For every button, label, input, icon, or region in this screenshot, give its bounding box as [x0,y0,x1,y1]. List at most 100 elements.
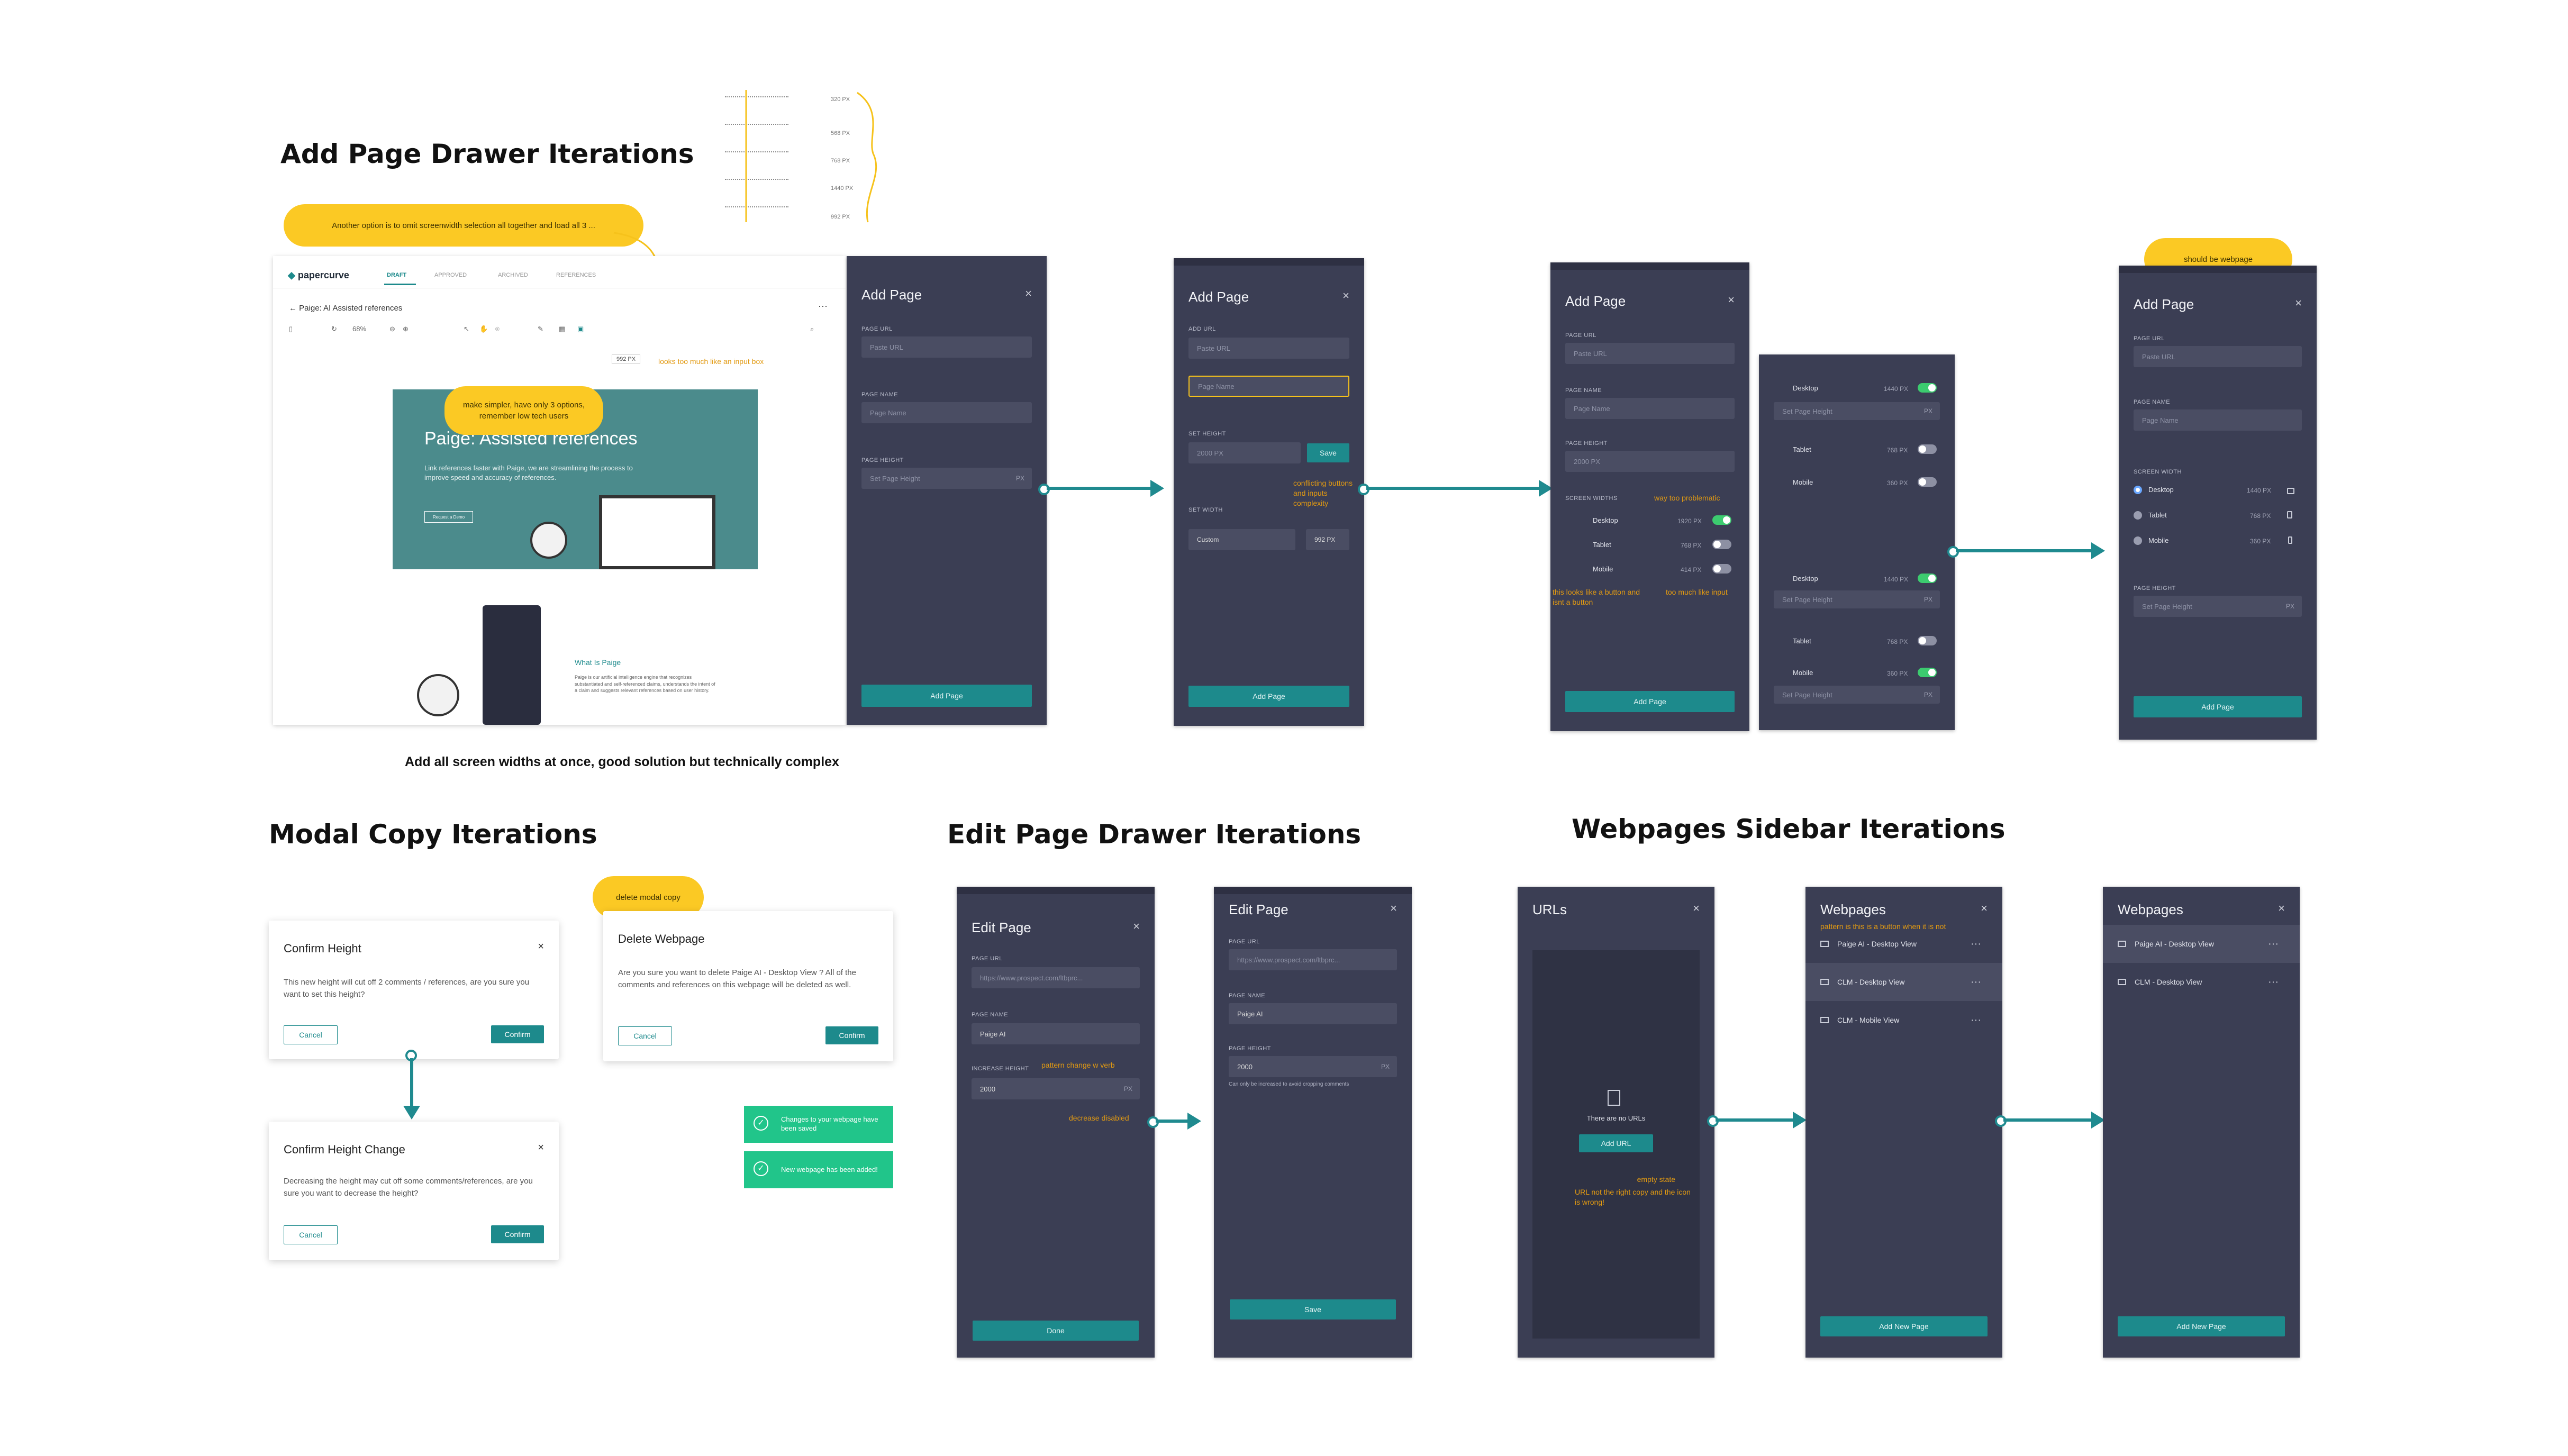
page-url-input[interactable]: Paste URL [2134,346,2302,367]
more-icon[interactable]: ··· [1971,938,1981,950]
radio-tablet[interactable] [2134,511,2142,520]
tablet-toggle[interactable] [1712,540,1731,549]
page-url-input[interactable]: Paste URL [861,336,1032,358]
list-item[interactable]: CLM - Desktop View··· [1805,963,2002,1001]
cursor-icon[interactable]: ↖ [464,325,469,333]
list-item[interactable]: CLM - Mobile View··· [1805,1001,2002,1039]
add-page-button[interactable]: Add Page [1188,686,1349,707]
list-item[interactable]: Paige AI - Desktop View··· [1805,925,2002,963]
close-icon[interactable]: × [1981,902,1988,915]
modal-confirm-height-change: Confirm Height Change × Decreasing the h… [269,1122,559,1260]
pen-icon[interactable]: ✎ [538,325,543,333]
add-url-button[interactable]: Add URL [1579,1134,1653,1152]
close-icon[interactable]: × [1390,902,1397,915]
desktop-toggle[interactable] [1918,574,1937,583]
more-icon[interactable]: ··· [2268,976,2279,988]
save-button[interactable]: Save [1307,443,1349,462]
hand-icon[interactable]: ✋ [479,325,488,333]
close-icon[interactable]: × [1133,920,1140,933]
page-name-input[interactable]: Paige AI [972,1023,1140,1044]
tab-references[interactable]: REFERENCES [556,272,596,278]
add-page-button[interactable]: Add Page [861,685,1032,707]
hero-demo-button[interactable]: Request a Demo [424,511,473,523]
close-icon[interactable]: × [1342,289,1349,302]
close-icon[interactable]: × [1728,293,1735,306]
mobile-toggle[interactable] [1918,477,1937,487]
set-height-input[interactable]: 2000 PX [1188,442,1301,463]
radio-desktop[interactable] [2134,486,2142,494]
zoom-out-icon[interactable]: ⊖ [389,325,395,333]
add-new-page-button[interactable]: Add New Page [2118,1316,2285,1336]
app-screenshot: ◆ papercurve DRAFT APPROVED ARCHIVED REF… [273,256,846,725]
width-value-input[interactable]: 992 PX [1306,529,1349,550]
set-width-row[interactable]: Custom [1188,529,1295,550]
cancel-button[interactable]: Cancel [284,1025,338,1044]
page-name-input[interactable]: Page Name [1565,398,1735,419]
list-item[interactable]: Paige AI - Desktop View··· [2103,925,2300,963]
sidebar-toggle-icon[interactable]: ▯ [289,325,293,333]
search-icon[interactable]: ⌕ [810,325,814,333]
confirm-button[interactable]: Confirm [825,1026,878,1044]
page-name-input[interactable]: Paige AI [1229,1003,1397,1024]
confirm-button[interactable]: Confirm [491,1025,544,1043]
annotation-way-too-problematic: way too problematic [1654,494,1720,502]
list-item[interactable]: CLM - Desktop View··· [2103,963,2300,1001]
device-mobile: Mobile [1593,565,1613,573]
confirm-button[interactable]: Confirm [491,1225,544,1243]
close-icon[interactable]: × [1025,287,1032,300]
page-name-input[interactable]: Page Name [1188,376,1349,397]
radio-mobile[interactable] [2134,536,2142,545]
close-icon[interactable]: × [538,941,544,952]
back-arrow-icon[interactable]: ← [289,304,297,313]
pin-icon[interactable]: ⌾ [495,325,500,333]
page-url-input[interactable]: https://www.prospect.com/ltbprc... [972,967,1140,988]
more-icon[interactable]: ··· [818,301,828,311]
device-tablet-px: 768 PX [1887,447,1908,454]
tab-archived[interactable]: ARCHIVED [498,272,528,278]
tablet-toggle[interactable] [1918,636,1937,645]
more-icon[interactable]: ··· [1971,976,1981,988]
done-button[interactable]: Done [973,1321,1139,1341]
page-height-input[interactable]: 2000 PX [1565,451,1735,472]
page-url-input[interactable]: https://www.prospect.com/ltbprc... [1229,949,1397,970]
save-button[interactable]: Save [1230,1299,1396,1320]
close-icon[interactable]: × [1693,902,1700,915]
tab-approved[interactable]: APPROVED [434,272,467,278]
screen-width-icon[interactable]: ▣ [577,325,584,333]
tablet-toggle[interactable] [1918,444,1937,454]
refresh-icon[interactable]: ↻ [331,325,337,333]
close-icon[interactable]: × [2278,902,2285,915]
add-new-page-button[interactable]: Add New Page [1820,1316,1988,1336]
page-url-input[interactable]: Paste URL [1565,343,1735,364]
what-is-text: Paige is our artificial intelligence eng… [575,675,715,694]
mobile-toggle[interactable] [1712,564,1731,574]
add-url-input[interactable]: Paste URL [1188,338,1349,359]
more-icon[interactable]: ··· [1971,1014,1981,1026]
cancel-button[interactable]: Cancel [618,1026,672,1045]
close-icon[interactable]: × [538,1142,544,1153]
add-page-button[interactable]: Add Page [1565,691,1735,712]
calendar-icon[interactable]: ▦ [559,325,566,333]
zoom-level[interactable]: 68% [352,325,367,333]
page-name-input[interactable]: Page Name [2134,410,2302,431]
urls-sidebar: URLs × There are no URLs Add URL empty s… [1518,887,1714,1358]
add-page-button[interactable]: Add Page [2134,696,2302,717]
more-icon[interactable]: ··· [2268,938,2279,950]
zoom-in-icon[interactable]: ⊕ [403,325,409,333]
desktop-toggle[interactable] [1712,515,1731,525]
mobile-toggle[interactable] [1918,668,1937,677]
cancel-button[interactable]: Cancel [284,1225,338,1244]
tab-draft[interactable]: DRAFT [387,272,407,278]
close-icon[interactable]: × [2295,296,2302,310]
width-value-box[interactable]: 992 PX [612,354,641,364]
annotation-decrease-disabled: decrease disabled [1069,1114,1129,1122]
desktop-toggle[interactable] [1918,383,1937,393]
page-name-input[interactable]: Page Name [861,402,1032,423]
